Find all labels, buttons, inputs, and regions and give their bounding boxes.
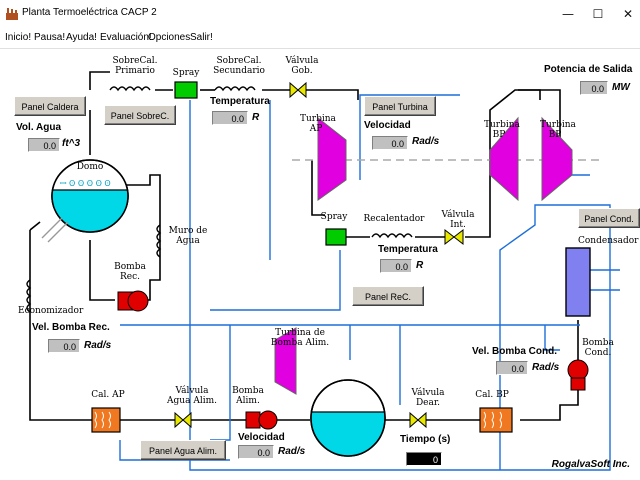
- valve-group: [174, 81, 464, 429]
- muro-agua-coil: [156, 224, 162, 258]
- brand-label: RogalvaSoft Inc.: [551, 459, 630, 470]
- economizador-coil: [26, 279, 32, 313]
- velocidad2-value: 0.0: [238, 445, 274, 459]
- valvula-agua-icon[interactable]: [174, 411, 192, 429]
- panel-caldera-button[interactable]: Panel Caldera: [14, 96, 86, 116]
- minimize-button[interactable]: —: [562, 7, 574, 21]
- temperatura1-value: 0.0: [212, 111, 248, 125]
- valvula-gob-icon[interactable]: [289, 81, 307, 99]
- temperatura2-value: 0.0: [380, 259, 412, 273]
- vel-bomba-cond-label: Vel. Bomba Cond.: [472, 346, 558, 357]
- sobrecal-primario-coil: [109, 86, 151, 92]
- tiempo-label: Tiempo (s): [400, 434, 451, 445]
- panel-rec-button[interactable]: Panel ReC.: [352, 286, 424, 306]
- window-title: Planta Termoeléctrica CACP 2: [22, 7, 157, 18]
- valvula-gob-label: Válvula Gob.: [285, 56, 319, 76]
- bomba-cond-icon[interactable]: [567, 359, 589, 391]
- domo-label: Domo: [76, 162, 104, 172]
- cal-bp-label: Cal. BP: [475, 390, 509, 400]
- spray2-block[interactable]: [325, 228, 347, 246]
- maximize-button[interactable]: ☐: [592, 7, 604, 21]
- cal-ap-icon[interactable]: [91, 407, 121, 433]
- menu-evaluacion[interactable]: Evaluación!: [100, 32, 152, 43]
- turbina-bp2-icon[interactable]: [541, 116, 573, 202]
- turbina-bp1-icon[interactable]: [489, 116, 519, 202]
- menu-bar: Inicio! Pausa! Ayuda! Evaluación! Opcion…: [0, 29, 640, 49]
- valvula-agua-label: Válvula Agua Alim.: [167, 386, 217, 406]
- valvula-dear-label: Válvula Dear.: [411, 388, 445, 408]
- vel-bomba-rec-unit: Rad/s: [84, 340, 112, 351]
- temperatura2-label: Temperatura: [378, 244, 438, 255]
- potencia-unit: MW: [612, 82, 630, 93]
- menu-ayuda[interactable]: Ayuda!: [66, 32, 97, 43]
- cal-ap-label: Cal. AP: [91, 390, 125, 400]
- turbina-bomba-label: Turbina de Bomba Alim.: [270, 328, 330, 348]
- vol-agua-unit: ft^3: [62, 138, 81, 149]
- sobrecal-secundario-label: SobreCal. Secundario: [213, 56, 265, 76]
- domo-droplets: ꟷ ʘ ʘ ʘ ʘ ʘ: [60, 179, 111, 188]
- vel-bomba-rec-value: 0.0: [48, 339, 80, 353]
- title-bar: Planta Termoeléctrica CACP 2 — ☐ ✕: [0, 0, 640, 29]
- valvula-int-icon[interactable]: [444, 228, 464, 246]
- blue-pipes: [119, 94, 620, 471]
- temperatura2-unit: R: [416, 260, 424, 271]
- bomba-alim-label: Bomba Alim.: [232, 386, 264, 406]
- recalentador-label: Recalentador: [363, 214, 425, 224]
- turbina-bp1-label: Turbina BP: [484, 120, 520, 140]
- bomba-alim-icon[interactable]: [245, 410, 278, 430]
- velocidad1-unit: Rad/s: [412, 136, 440, 147]
- app-icon: [6, 8, 18, 20]
- condensador-label: Condensador: [578, 236, 639, 246]
- vol-agua-label: Vol. Agua: [16, 122, 61, 133]
- domo-water: [52, 190, 128, 232]
- vel-bomba-rec-label: Vel. Bomba Rec.: [32, 322, 110, 333]
- valvula-int-label: Válvula Int.: [441, 210, 475, 230]
- temperatura1-unit: R: [252, 112, 260, 123]
- panel-agua-alim-button[interactable]: Panel Agua Alim.: [140, 440, 226, 460]
- bomba-rec-label: Bomba Rec.: [114, 262, 146, 282]
- spray1-label: Spray: [172, 68, 200, 78]
- turbina-ap-label: Turbina AP: [300, 114, 336, 134]
- plant-schematic: ꟷ ʘ ʘ ʘ ʘ ʘ: [26, 71, 620, 471]
- sobrecal-secundario-coil: [214, 86, 256, 92]
- panel-turbina-button[interactable]: Panel Turbina: [364, 96, 436, 116]
- plant-diagram: ꟷ ʘ ʘ ʘ ʘ ʘ: [0, 48, 640, 480]
- muro-agua-label: Muro de Agua: [168, 226, 208, 246]
- velocidad2-label: Velocidad: [238, 432, 285, 443]
- vel-bomba-cond-value: 0.0: [496, 361, 528, 375]
- velocidad1-value: 0.0: [372, 136, 408, 150]
- bomba-rec-icon[interactable]: [117, 290, 149, 312]
- svg-text:ꟷ ʘ ʘ ʘ ʘ ʘ: ꟷ ʘ ʘ ʘ ʘ ʘ: [60, 179, 111, 188]
- turbina-bp2-label: Turbina BP: [540, 120, 576, 140]
- recalentador-coil: [371, 233, 413, 239]
- velocidad1-label: Velocidad: [364, 120, 411, 131]
- vel-bomba-cond-unit: Rad/s: [532, 362, 560, 373]
- dearеador-water: [311, 412, 385, 456]
- economizador-label: Economizador: [18, 306, 84, 316]
- menu-pausa[interactable]: Pausa!: [34, 32, 66, 43]
- cal-bp-icon[interactable]: [479, 407, 513, 433]
- spray1-block[interactable]: [174, 81, 198, 99]
- condensador-box[interactable]: [565, 247, 591, 317]
- turbina-bomba-icon[interactable]: [274, 327, 297, 395]
- sobrecal-primario-label: SobreCal. Primario: [112, 56, 158, 76]
- bomba-cond-label: Bomba Cond.: [582, 338, 614, 358]
- temperatura1-label: Temperatura: [210, 96, 270, 107]
- panel-sobrec-button[interactable]: Panel SobreC.: [104, 105, 176, 125]
- panel-cond-button[interactable]: Panel Cond.: [578, 208, 640, 228]
- vol-agua-value: 0.0: [28, 138, 60, 152]
- valvula-dear-icon[interactable]: [409, 411, 427, 429]
- tiempo-value: 0: [406, 452, 442, 466]
- black-pipes: [29, 71, 579, 421]
- spray2-label: Spray: [320, 212, 348, 222]
- potencia-label: Potencia de Salida: [544, 64, 633, 75]
- turbina-ap-icon[interactable]: [317, 116, 347, 201]
- potencia-value: 0.0: [580, 81, 608, 95]
- menu-salir[interactable]: Salir!: [190, 32, 213, 43]
- menu-inicio[interactable]: Inicio!: [5, 32, 32, 43]
- close-button[interactable]: ✕: [622, 7, 634, 21]
- velocidad2-unit: Rad/s: [278, 446, 306, 457]
- menu-opciones[interactable]: Opciones: [148, 32, 191, 43]
